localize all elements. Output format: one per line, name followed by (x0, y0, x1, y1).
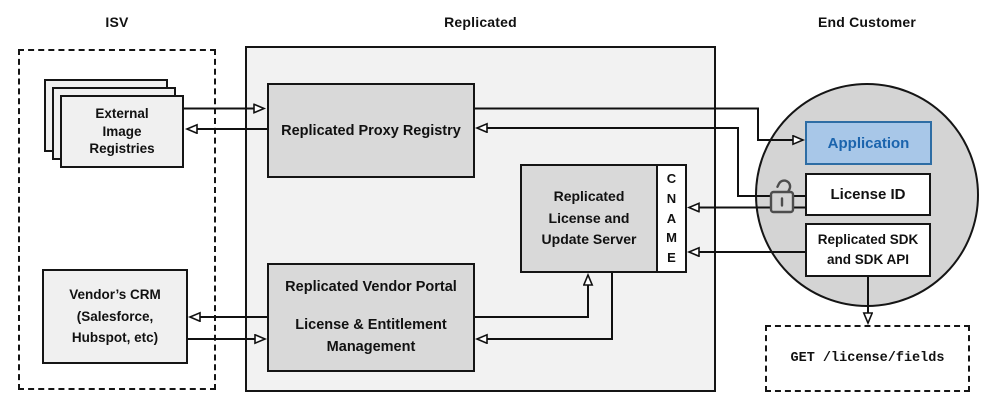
node-external-image-registries: External Image Registries (60, 95, 184, 168)
get-license-fields-label: GET /license/fields (790, 351, 945, 366)
node-label-line: License & Entitlement (295, 317, 447, 334)
node-replicated-sdk: Replicated SDK and SDK API (805, 223, 931, 277)
node-label-line: Registries (89, 141, 155, 157)
cname-letter: E (667, 250, 676, 266)
node-label-line: Update Server (541, 231, 637, 248)
section-label-replicated: Replicated (444, 14, 517, 30)
node-replicated-proxy-registry: Replicated Proxy Registry (267, 83, 475, 178)
cname-letter: C (666, 170, 677, 186)
cname-letter: A (666, 210, 677, 226)
node-vendors-crm: Vendor’s CRM (Salesforce, Hubspot, etc) (42, 269, 188, 364)
isv-group-box (18, 49, 216, 390)
node-label-line: External (95, 105, 149, 121)
node-label-line: Management (326, 338, 416, 355)
node-get-license-fields: GET /license/fields (765, 325, 970, 392)
node-label-line: and SDK API (826, 252, 909, 267)
node-label: License ID (830, 186, 906, 203)
section-label-end-customer: End Customer (817, 14, 917, 30)
section-label-isv: ISV (105, 14, 129, 30)
node-label-line: Replicated (553, 187, 625, 204)
node-label-line: Image (102, 123, 142, 139)
node-replicated-license-update-server: Replicated License and Update Server (520, 164, 658, 273)
node-title: Replicated Vendor Portal (285, 279, 457, 295)
node-cname-strip: C N A M E (656, 164, 687, 273)
node-application: Application (805, 121, 932, 165)
node-label-line: Hubspot, etc) (71, 330, 159, 346)
node-subtitle: License & Entitlement Management (295, 315, 446, 359)
cname-letter: M (666, 230, 677, 246)
node-license-id: License ID (805, 173, 931, 216)
node-label: Application (827, 134, 910, 152)
node-replicated-vendor-portal: Replicated Vendor Portal License & Entit… (267, 263, 475, 372)
node-label-line: (Salesforce, (76, 308, 154, 324)
node-label-line: License and (548, 209, 630, 226)
node-label-line: Vendor’s CRM (69, 287, 161, 303)
node-label-line: Replicated SDK (817, 232, 919, 248)
cname-letter: N (666, 190, 677, 206)
node-label: Replicated Proxy Registry (281, 122, 461, 139)
